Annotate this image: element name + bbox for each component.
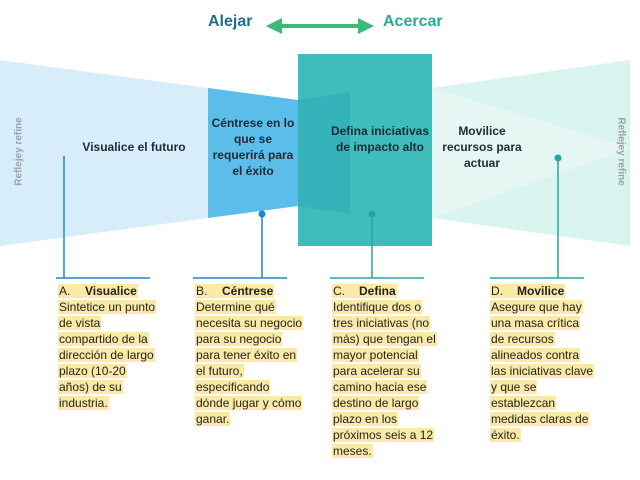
connector-b — [193, 210, 287, 279]
column-b-letter: B. — [196, 284, 208, 298]
stage-label-define: Defina iniciativas de impacto alto — [330, 124, 430, 154]
stage-label-focus: Céntrese en lo que se requerirá para el … — [211, 116, 295, 178]
zoom-out-label: Alejar — [208, 13, 253, 30]
column-a-title: Visualice — [85, 284, 137, 298]
column-b-body: Determine qué necesita su negocio para s… — [195, 300, 304, 426]
column-c: C. Defina Identifique dos o tres iniciati… — [332, 283, 442, 459]
column-a: A. Visualice Sintetice un punto de vista … — [58, 283, 158, 411]
column-c-body: Identifique dos o tres iniciativas (no m… — [332, 300, 437, 458]
left-bowtie — [0, 60, 208, 246]
stage-label-visualize: Visualice el futuro — [82, 140, 186, 154]
column-b: B. Céntrese Determine qué necesita su neg… — [195, 283, 305, 427]
column-b-title: Céntrese — [222, 284, 274, 298]
double-arrow-icon — [266, 18, 374, 34]
stage-label-mobilize: Movilice recursos para actuar — [442, 124, 522, 170]
column-a-body: Sintetice un punto de vista compartido d… — [58, 300, 157, 410]
side-label-right: Reflejey refine — [615, 117, 627, 186]
column-d-title: Movilice — [517, 284, 565, 298]
column-c-letter: C. — [333, 284, 345, 298]
connector-c — [330, 210, 424, 279]
column-d-letter: D. — [491, 284, 503, 298]
zoom-in-label: Acercar — [383, 13, 443, 30]
right-bowtie — [432, 88, 632, 218]
connector-a — [56, 156, 150, 279]
column-d-body: Asegure que hay una masa crítica de recu… — [490, 300, 595, 442]
column-d: D. Movilice Asegure que hay una masa crít… — [490, 283, 595, 443]
column-a-letter: A. — [59, 284, 71, 298]
center-left-panel — [208, 88, 298, 218]
column-c-title: Defina — [359, 284, 396, 298]
side-label-left: Reflejey refine — [13, 117, 25, 186]
connector-d — [490, 154, 584, 279]
